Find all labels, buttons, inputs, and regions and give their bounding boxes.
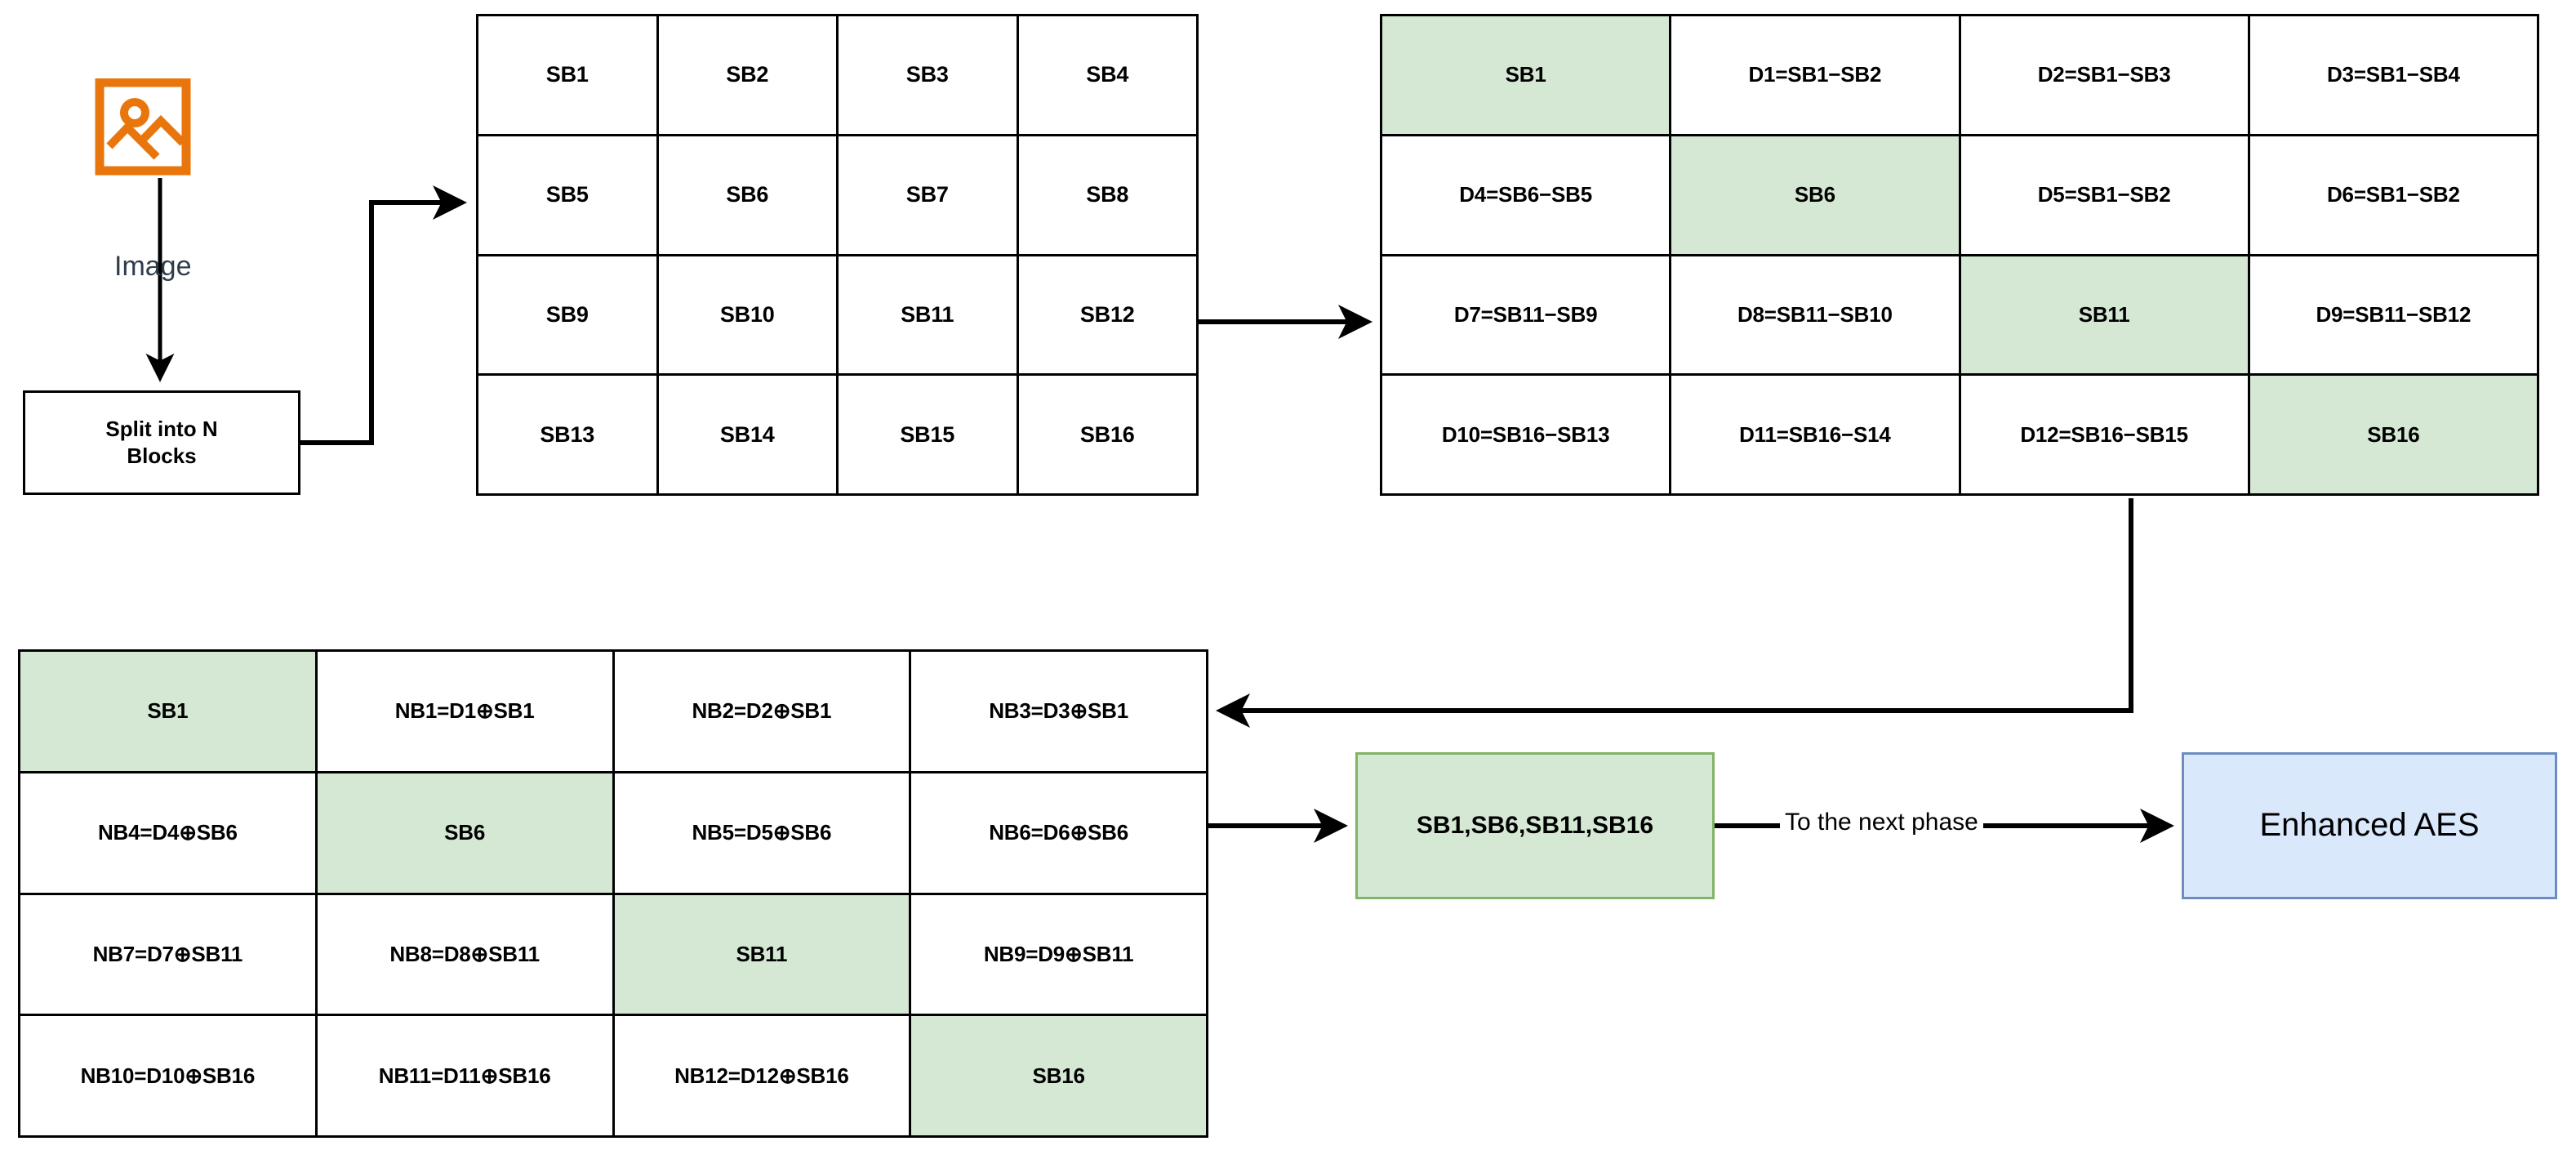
grid-cell[interactable]: D10=SB16−SB13 [1382,376,1670,493]
grid-cell[interactable]: SB11 [1960,256,2248,374]
grid-cell[interactable]: SB16 [911,1016,1206,1135]
grid-cell[interactable]: SB7 [839,136,1017,254]
image-label: Image [114,251,192,282]
grid-cell[interactable]: SB9 [478,256,656,374]
grid-cell[interactable]: D7=SB11−SB9 [1382,256,1670,374]
grid-cell[interactable]: D11=SB16−S14 [1671,376,1959,493]
grid-cell[interactable]: D1=SB1−SB2 [1671,16,1959,134]
grid-cell[interactable]: NB2=D2⊕SB1 [614,652,910,771]
grid-cell[interactable]: NB11=D11⊕SB16 [317,1016,612,1135]
grid-cell[interactable]: SB1 [20,652,315,771]
next-phase-label: To the next phase [1780,809,1983,836]
grid-cell[interactable]: SB11 [839,256,1017,374]
grid-cell[interactable]: NB9=D9⊕SB11 [911,894,1206,1014]
split-box-line2: Blocks [127,444,197,468]
split-box-line1: Split into N [105,416,218,441]
grid-cell[interactable]: SB6 [658,136,836,254]
grid-cell[interactable]: SB6 [317,773,612,893]
grid-cell[interactable]: SB6 [1671,136,1959,254]
image-icon [95,78,191,176]
connector-diff-to-newblocks [1216,498,2133,728]
grid-cell[interactable]: SB3 [839,16,1017,134]
grid-cell[interactable]: SB5 [478,136,656,254]
grid-cell[interactable]: NB10=D10⊕SB16 [20,1016,315,1135]
grid-cell[interactable]: NB4=D4⊕SB6 [20,773,315,893]
connector-split-to-blocks [300,185,467,445]
split-into-n-blocks-box[interactable]: Split into N Blocks [23,390,300,495]
grid-cell[interactable]: SB10 [658,256,836,374]
grid-cell[interactable]: SB11 [614,894,910,1014]
grid-cell[interactable]: SB8 [1018,136,1196,254]
grid-cell[interactable]: NB6=D6⊕SB6 [911,773,1206,893]
grid-cell[interactable]: SB12 [1018,256,1196,374]
grid-cell[interactable]: NB1=D1⊕SB1 [317,652,612,771]
grid-cell[interactable]: SB1 [478,16,656,134]
grid-cell[interactable]: SB13 [478,376,656,493]
grid-cell[interactable]: D12=SB16−SB15 [1960,376,2248,493]
grid-cell[interactable]: D2=SB1−SB3 [1960,16,2248,134]
grid-cell[interactable]: SB2 [658,16,836,134]
difference-grid: SB1 D1=SB1−SB2 D2=SB1−SB3 D3=SB1−SB4 D4=… [1380,14,2539,496]
grid-cell[interactable]: D8=SB11−SB10 [1671,256,1959,374]
sub-blocks-grid: SB1 SB2 SB3 SB4 SB5 SB6 SB7 SB8 SB9 SB10… [476,14,1199,496]
split-box-label: Split into N Blocks [105,416,217,470]
enhanced-aes-box[interactable]: Enhanced AES [2182,752,2557,899]
grid-cell[interactable]: SB1 [1382,16,1670,134]
grid-cell[interactable]: NB12=D12⊕SB16 [614,1016,910,1135]
grid-cell[interactable]: NB7=D7⊕SB11 [20,894,315,1014]
grid-cell[interactable]: SB4 [1018,16,1196,134]
grid-cell[interactable]: SB15 [839,376,1017,493]
grid-cell[interactable]: NB3=D3⊕SB1 [911,652,1206,771]
grid-cell[interactable]: SB14 [658,376,836,493]
grid-cell[interactable]: D9=SB11−SB12 [2249,256,2537,374]
grid-cell[interactable]: D6=SB1−SB2 [2249,136,2537,254]
grid-cell[interactable]: D3=SB1−SB4 [2249,16,2537,134]
grid-cell[interactable]: SB16 [2249,376,2537,493]
grid-cell[interactable]: D5=SB1−SB2 [1960,136,2248,254]
grid-cell[interactable]: NB5=D5⊕SB6 [614,773,910,893]
grid-cell[interactable]: SB16 [1018,376,1196,493]
grid-cell[interactable]: NB8=D8⊕SB11 [317,894,612,1014]
new-blocks-grid: SB1 NB1=D1⊕SB1 NB2=D2⊕SB1 NB3=D3⊕SB1 NB4… [18,649,1208,1138]
collected-blocks-box[interactable]: SB1,SB6,SB11,SB16 [1355,752,1715,899]
grid-cell[interactable]: D4=SB6−SB5 [1382,136,1670,254]
